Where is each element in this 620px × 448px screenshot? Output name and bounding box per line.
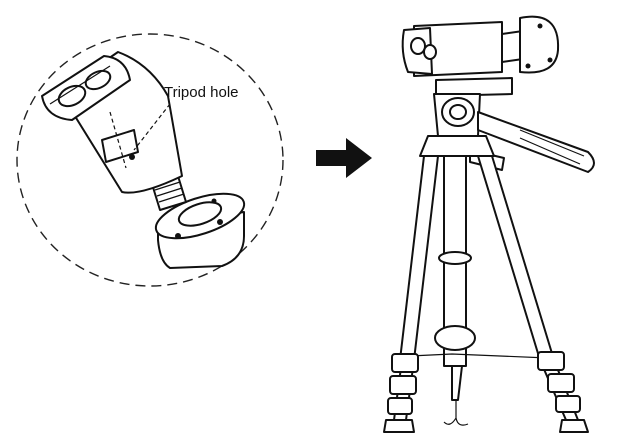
callout-leader — [133, 103, 171, 151]
tripod-hole-label: Tripod hole — [164, 84, 239, 101]
dashed-detail-circle — [16, 33, 284, 287]
tripod-icon — [383, 15, 595, 433]
bullet-camera-icon — [41, 51, 246, 269]
detail-view — [16, 33, 284, 287]
right-arrow-icon — [316, 138, 372, 178]
